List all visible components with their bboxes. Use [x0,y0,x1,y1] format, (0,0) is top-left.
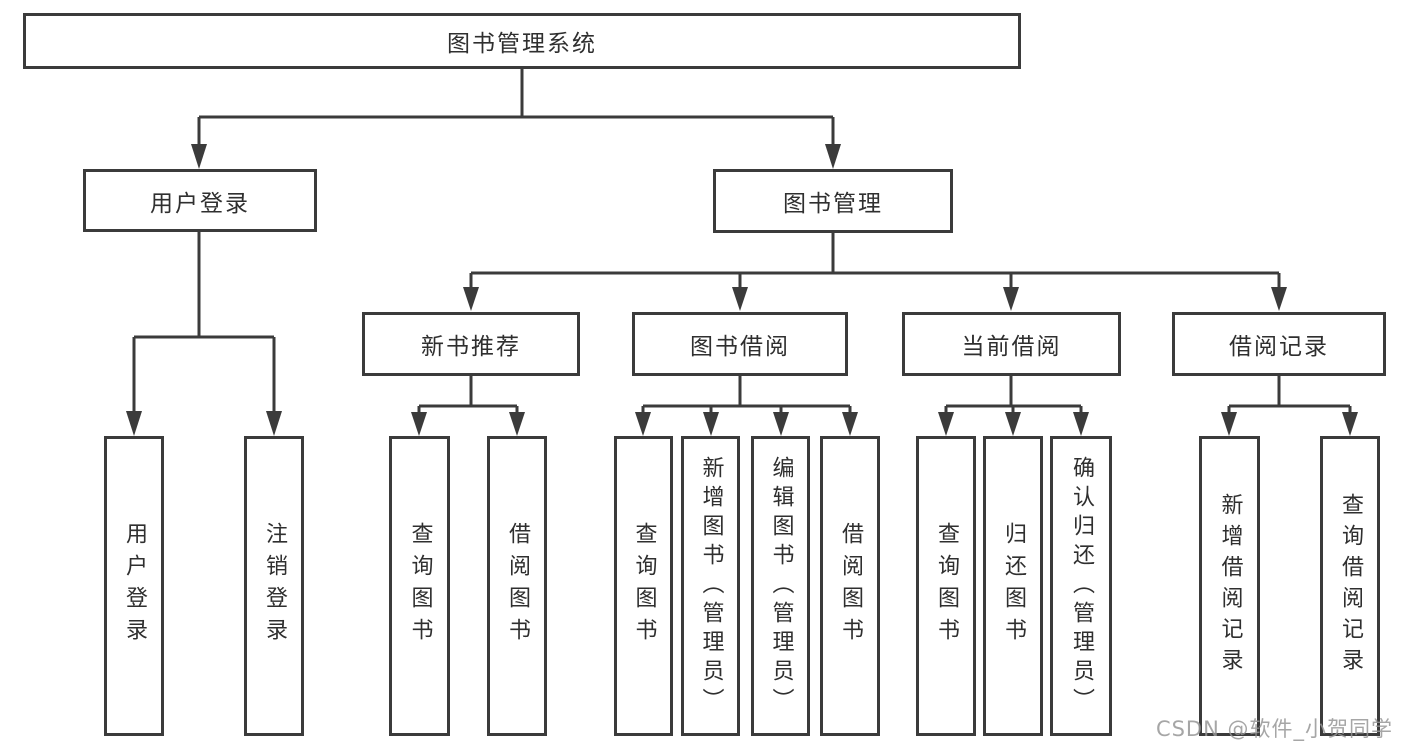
connector-book-borrowing-arrowheads [635,412,858,436]
arrowhead-down-icon [1342,412,1358,436]
leaf-add-borrow-record-label: 新增借阅记录 [1217,493,1243,679]
leaf-borrow-books-1-label: 借阅图书 [505,522,530,650]
arrowhead-down-icon [1073,412,1089,436]
leaf-confirm-return-admin: 确认归还（管理员） [1050,436,1112,736]
connector-book-management [469,233,1281,290]
connector-root-arrowheads [191,144,841,169]
leaf-confirm-return-admin-label: 确认归还（管理员） [1069,455,1094,717]
arrowhead-down-icon [509,412,525,436]
leaf-borrow-books-1: 借阅图书 [487,436,547,736]
arrowhead-down-icon [1003,287,1019,311]
arrowhead-down-icon [1221,412,1237,436]
connector-new-book-recommend-arrowheads [411,412,525,436]
leaf-edit-book-admin-label: 编辑图书（管理员） [768,455,794,717]
leaf-borrow-books-2: 借阅图书 [820,436,880,736]
leaf-query-borrow-record: 查询借阅记录 [1320,436,1380,736]
leaf-user-login: 用户登录 [104,436,164,736]
connector-borrowing-records [1227,376,1352,414]
leaf-add-book-admin-label: 新增图书（管理员） [698,455,724,717]
arrowhead-down-icon [191,144,207,169]
leaf-return-book: 归还图书 [983,436,1043,736]
node-book-borrowing: 图书借阅 [632,312,848,376]
connector-user-login-arrowheads [126,411,282,436]
node-library-management-system: 图书管理系统 [23,13,1021,69]
leaf-borrow-books-2-label: 借阅图书 [838,522,863,650]
node-book-management: 图书管理 [713,169,953,233]
node-current-borrowing: 当前借阅 [902,312,1121,376]
node-user-login: 用户登录 [83,169,317,232]
leaf-query-books-3-label: 查询图书 [934,522,959,650]
leaf-query-books-2: 查询图书 [614,436,673,736]
connector-book-management-arrowheads [463,287,1287,311]
connector-current-borrowing [944,376,1083,414]
watermark: CSDN @软件_小贺同学 [1155,717,1393,741]
arrowhead-down-icon [938,412,954,436]
arrowhead-down-icon [1271,287,1287,311]
connector-root [197,69,835,147]
leaf-return-book-label: 归还图书 [1001,522,1026,650]
arrowhead-down-icon [825,144,841,169]
connector-user-login [132,232,276,414]
leaf-logout: 注销登录 [244,436,304,736]
leaf-add-book-admin: 新增图书（管理员） [681,436,740,736]
leaf-edit-book-admin: 编辑图书（管理员） [751,436,810,736]
arrowhead-down-icon [411,412,427,436]
leaf-query-borrow-record-label: 查询借阅记录 [1338,493,1363,679]
leaf-query-books-3: 查询图书 [916,436,976,736]
connector-borrowing-records-arrowheads [1221,412,1358,436]
leaf-query-books-1: 查询图书 [389,436,450,736]
connector-current-borrowing-arrowheads [938,412,1089,436]
leaf-query-books-1-label: 查询图书 [407,522,433,650]
leaf-logout-label: 注销登录 [262,522,287,650]
arrowhead-down-icon [126,411,142,436]
arrowhead-down-icon [732,287,748,311]
arrowhead-down-icon [842,412,858,436]
arrowhead-down-icon [463,287,479,311]
connector-book-borrowing [641,376,852,414]
arrowhead-down-icon [635,412,651,436]
node-new-book-recommend: 新书推荐 [362,312,580,376]
leaf-query-books-2-label: 查询图书 [631,522,657,650]
arrowhead-down-icon [266,411,282,436]
arrowhead-down-icon [703,412,719,436]
node-borrowing-records: 借阅记录 [1172,312,1386,376]
leaf-user-login-label: 用户登录 [122,522,147,650]
leaf-add-borrow-record: 新增借阅记录 [1199,436,1260,736]
connector-new-book-recommend [417,376,519,414]
arrowhead-down-icon [773,412,789,436]
arrowhead-down-icon [1005,412,1021,436]
